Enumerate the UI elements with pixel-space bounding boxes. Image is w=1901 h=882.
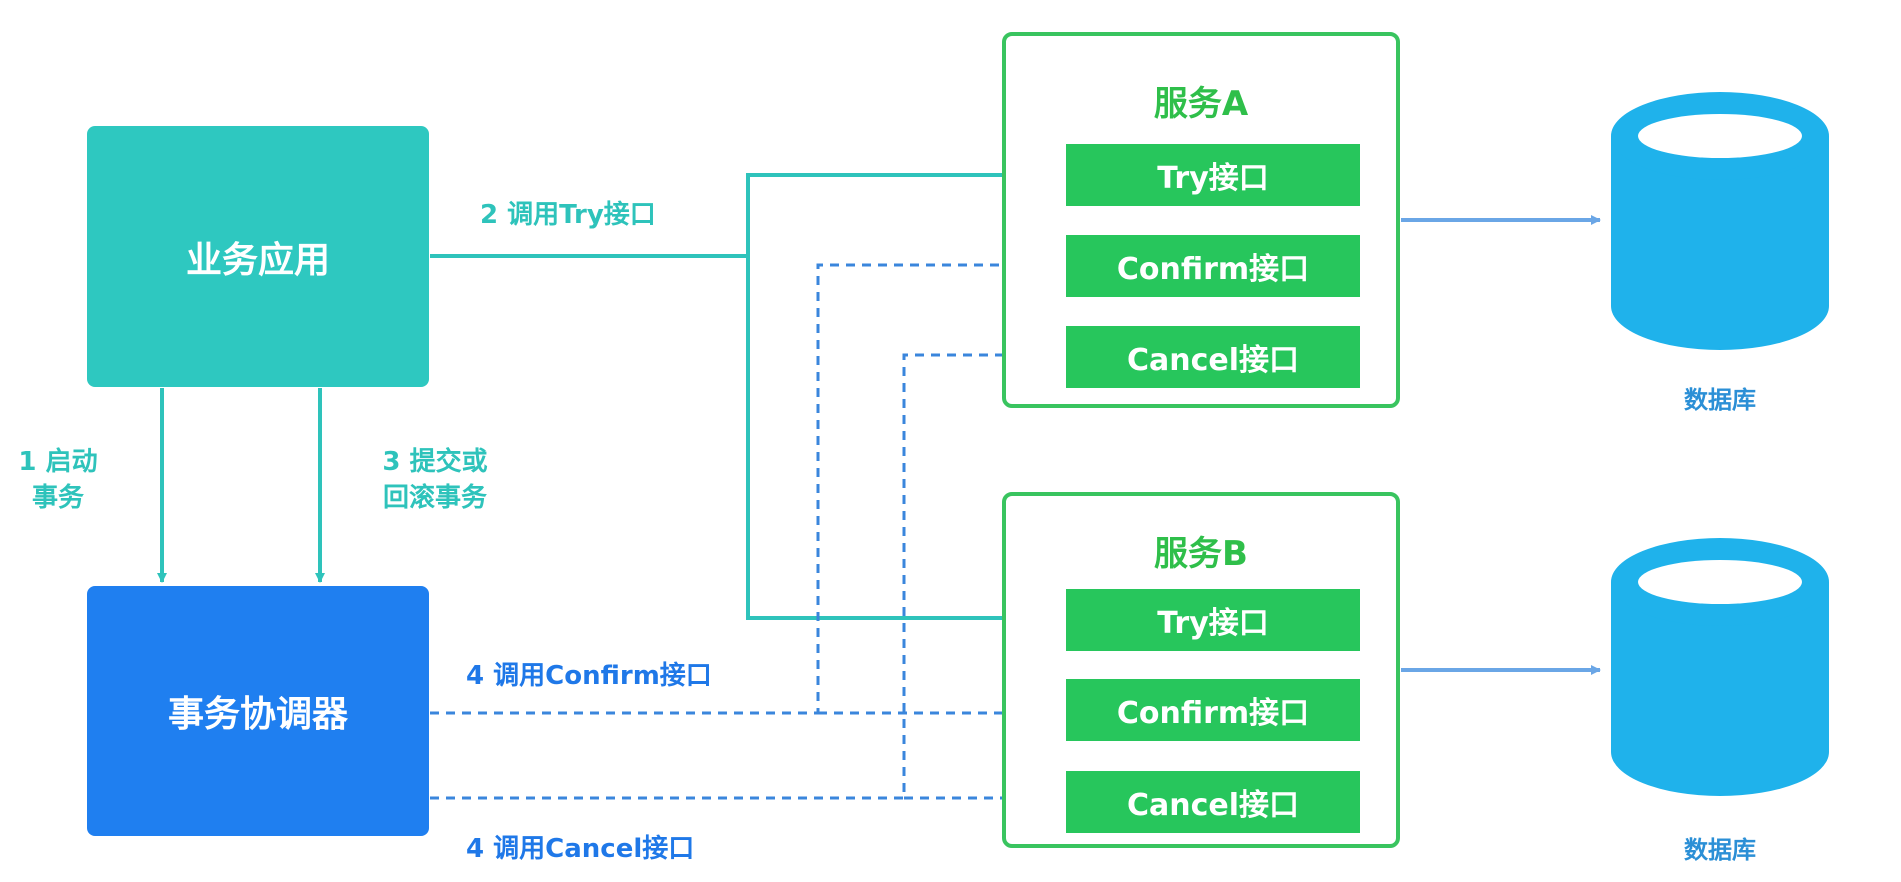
database-icon <box>1611 538 1829 796</box>
service-b-cancel-label: Cancel接口 <box>1126 788 1300 823</box>
service-b-try-interface: Try接口 <box>1066 589 1360 651</box>
service-b-cancel-interface: Cancel接口 <box>1066 771 1360 833</box>
service-b-box: 服务B Try接口 Confirm接口 Cancel接口 <box>1002 492 1400 848</box>
service-b-confirm-interface: Confirm接口 <box>1066 679 1360 741</box>
service-a-confirm-interface: Confirm接口 <box>1066 235 1360 297</box>
start-transaction-label: 1 启动 事务 <box>18 447 98 513</box>
database-icon <box>1611 92 1829 350</box>
transaction-coordinator-label: 事务协调器 <box>167 694 348 735</box>
service-a-try-interface: Try接口 <box>1066 144 1360 206</box>
service-b-confirm-label: Confirm接口 <box>1116 696 1310 731</box>
business-app-node: 业务应用 <box>87 126 429 387</box>
try-call-label: 2 调用Try接口 <box>480 200 656 230</box>
service-a-confirm-label: Confirm接口 <box>1116 252 1310 287</box>
service-b-try-label: Try接口 <box>1157 606 1269 641</box>
arrow-cancel-call <box>430 350 1059 800</box>
database-label: 数据库 <box>1684 836 1756 864</box>
service-a-try-label: Try接口 <box>1157 161 1269 196</box>
transaction-coordinator-node: 事务协调器 <box>87 586 429 836</box>
cancel-call-label: 4 调用Cancel接口 <box>466 834 695 864</box>
service-a-cancel-label: Cancel接口 <box>1126 343 1300 378</box>
arrow-try-call-b <box>746 256 1059 623</box>
commit-rollback-label: 3 提交或 回滚事务 <box>382 447 488 513</box>
arrow-try-call <box>430 170 1059 258</box>
database-label: 数据库 <box>1684 386 1756 414</box>
service-b-title: 服务B <box>1154 534 1248 574</box>
confirm-call-label: 4 调用Confirm接口 <box>466 661 712 691</box>
service-a-title: 服务A <box>1153 84 1249 124</box>
business-app-label: 业务应用 <box>185 239 330 281</box>
arrow-confirm-call <box>430 260 1059 715</box>
service-a-cancel-interface: Cancel接口 <box>1066 326 1360 388</box>
service-a-box: 服务A Try接口 Confirm接口 Cancel接口 <box>1002 32 1400 408</box>
